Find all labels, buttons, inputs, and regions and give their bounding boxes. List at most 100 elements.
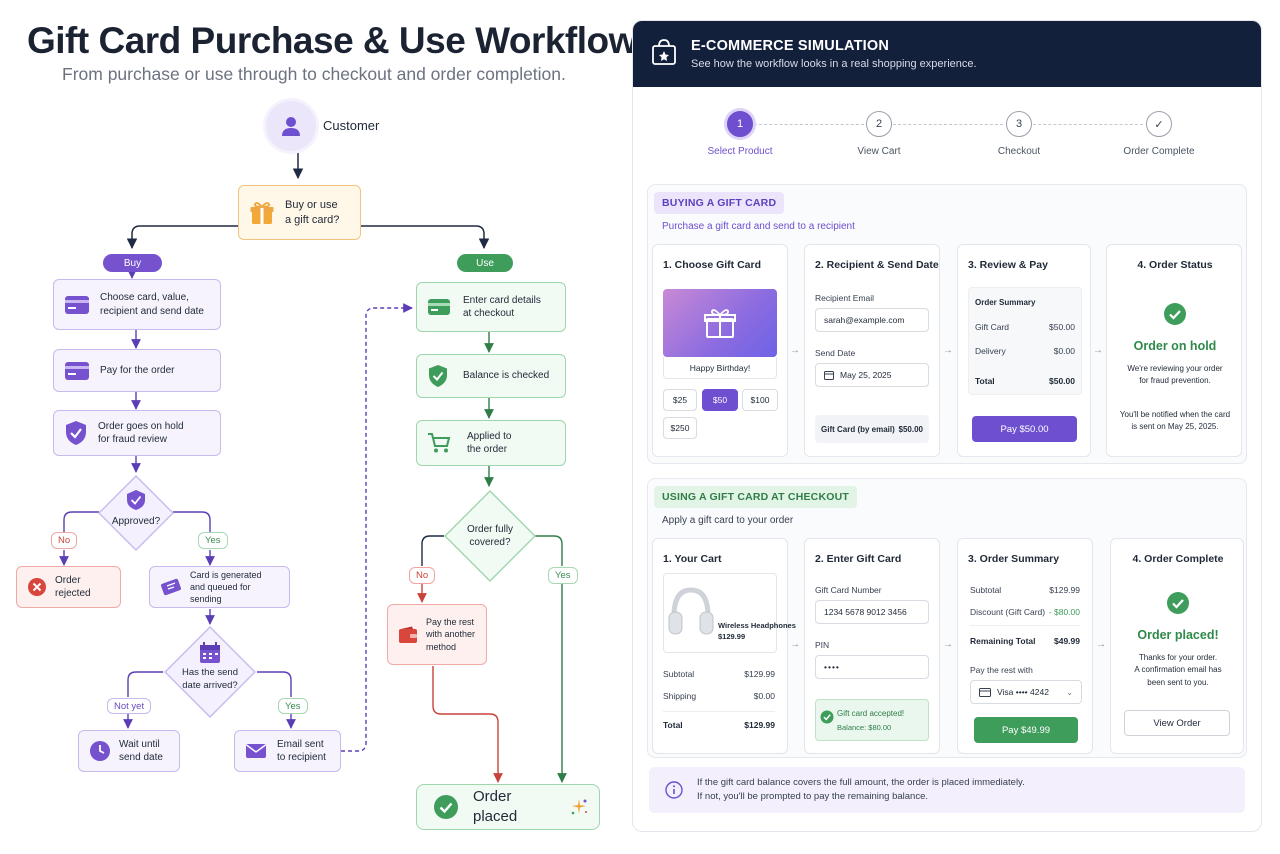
pay-49-button[interactable]: Pay $49.99 [974, 717, 1078, 743]
gift-card-message: Happy Birthday! [663, 357, 777, 379]
flow-arrow-icon: → [1093, 345, 1103, 356]
x-circle-icon [27, 577, 47, 597]
info-line-1: If the gift card balance covers the full… [697, 776, 1025, 788]
pay-50-button[interactable]: Pay $50.00 [972, 416, 1077, 442]
card-icon [64, 295, 90, 315]
row-label: Shipping [663, 691, 697, 701]
send-date-diamond [164, 626, 256, 718]
total-label: Total [663, 720, 683, 730]
order-summary-title: Order Summary [975, 298, 1036, 307]
wait-line1: Wait until [119, 738, 160, 750]
product-info: Wireless Headphones $129.99 [718, 620, 796, 643]
step-label: View Cart [857, 146, 901, 157]
hold-line1: Order goes on hold [98, 420, 184, 432]
panel-title: 3. Review & Pay [968, 259, 1048, 271]
row-value: $129.99 [1049, 585, 1080, 595]
customer-avatar [266, 101, 316, 151]
step-number: 1 [727, 111, 753, 137]
message-line: is sent on May 25, 2025. [1131, 422, 1219, 432]
gift-card-number-input[interactable]: 1234 5678 9012 3456 [815, 600, 929, 624]
row-label: Gift Card [975, 322, 1010, 332]
recipient-email-input[interactable]: sarah@example.com [815, 308, 929, 332]
send-date-label: Has the send date arrived? [163, 666, 257, 694]
gift-card-accepted-alert: Gift card accepted! Balance: $80.00 [815, 699, 929, 741]
using-badge: USING A GIFT CARD AT CHECKOUT [654, 486, 858, 508]
flow-arrow-icon: → [790, 345, 800, 356]
divider [970, 625, 1080, 626]
message-line: been sent to you. [1147, 677, 1209, 687]
cart-item[interactable]: Wireless Headphones $129.99 [663, 573, 796, 653]
shield-check-icon [427, 364, 449, 388]
recipient-email-label: Recipient Email [815, 293, 875, 303]
amount-option-250[interactable]: $250 [663, 417, 697, 439]
pin-label: PIN [815, 640, 830, 650]
amount-option-100[interactable]: $100 [742, 389, 778, 411]
order-rejected-node: Order rejected [16, 566, 121, 608]
user-icon [282, 117, 300, 136]
order-placed-label: Order placed [473, 787, 518, 825]
message-line: We're reviewing your order [1127, 364, 1223, 373]
remaining-total-row: Remaining Total$49.99 [970, 636, 1080, 646]
step-label: Select Product [707, 146, 773, 157]
buying-subtitle: Purchase a gift card and send to a recip… [662, 221, 855, 232]
send-yes-tag: Yes [278, 698, 308, 714]
applied-line1: Applied to [467, 430, 512, 442]
applied-line2: the order [467, 444, 508, 455]
order-status-panel: 4. Order Status Order on hold We're revi… [1106, 244, 1242, 457]
not-yet-tag: Not yet [107, 698, 152, 714]
step-number: ✓ [1146, 111, 1172, 137]
order-placed-node: Order placed [416, 784, 600, 830]
check-circle-icon [433, 794, 459, 820]
covered-line2: covered? [469, 537, 511, 548]
order-summary-panel: 3. Order Summary Subtotal$129.99 Discoun… [957, 538, 1093, 754]
panel-title: 1. Choose Gift Card [663, 259, 762, 271]
summary-row: Subtotal$129.99 [970, 585, 1080, 595]
ecommerce-simulation: E-COMMERCE SIMULATION See how the workfl… [632, 20, 1262, 832]
connector-pay-rest [432, 666, 503, 783]
view-order-button[interactable]: View Order [1124, 710, 1230, 736]
generated-line1: Card is generated [190, 569, 262, 580]
email-line1: Email sent [277, 738, 324, 750]
gift-card-number-label: Gift Card Number [815, 585, 882, 595]
amount-option-25[interactable]: $25 [663, 389, 697, 411]
payment-method-select[interactable]: Visa •••• 4242 ⌄ [970, 680, 1082, 704]
sparkle-icon [569, 797, 589, 817]
step-order-complete[interactable]: ✓ Order Complete [1104, 111, 1214, 157]
gift-icon [249, 201, 275, 225]
pay-rest-label: Pay the rest with [970, 665, 1033, 675]
using-section: USING A GIFT CARD AT CHECKOUT Apply a gi… [647, 478, 1247, 758]
customer-label: Customer [323, 118, 380, 133]
hold-line2: for fraud review [98, 434, 167, 445]
calendar-icon [200, 642, 220, 663]
enter-line1: Enter card details [463, 294, 541, 306]
check-circle-icon [820, 710, 834, 724]
step-connector [893, 124, 1003, 125]
start-decision-line2: a gift card? [285, 213, 340, 226]
covered-no-tag: No [409, 567, 436, 584]
send-date-input[interactable]: May 25, 2025 [815, 363, 929, 387]
step-checkout[interactable]: 3 Checkout [964, 111, 1074, 157]
order-status-text: Order on hold [1133, 339, 1217, 353]
pay-rest-line3: method [426, 641, 457, 652]
shield-icon [127, 490, 145, 510]
row-value: $0.00 [1053, 346, 1075, 356]
step-select-product[interactable]: 1 Select Product [685, 111, 795, 157]
covered-label: Order fully covered? [443, 522, 537, 550]
info-note: If the gift card balance covers the full… [649, 767, 1245, 813]
amount-option-50[interactable]: $50 [702, 389, 738, 411]
gift-card-preview[interactable] [663, 289, 777, 357]
card-icon [427, 298, 451, 316]
connector-buy-branch [59, 269, 413, 752]
clock-icon [89, 740, 111, 762]
pin-input[interactable]: •••• [815, 655, 929, 679]
panel-title: 2. Enter Gift Card [815, 553, 902, 565]
your-cart-panel: 1. Your Cart Wireless Headphones $129.99… [652, 538, 796, 754]
step-view-cart[interactable]: 2 View Cart [824, 111, 934, 157]
buy-pill: Buy [103, 254, 162, 272]
covered-line1: Order fully [466, 523, 514, 535]
discount-value: - $80.00 [1048, 607, 1080, 617]
send-date-line2: date arrived? [182, 680, 238, 691]
flow-arrow-icon: → [943, 639, 953, 650]
cart-row: Subtotal$129.99 [663, 669, 775, 679]
